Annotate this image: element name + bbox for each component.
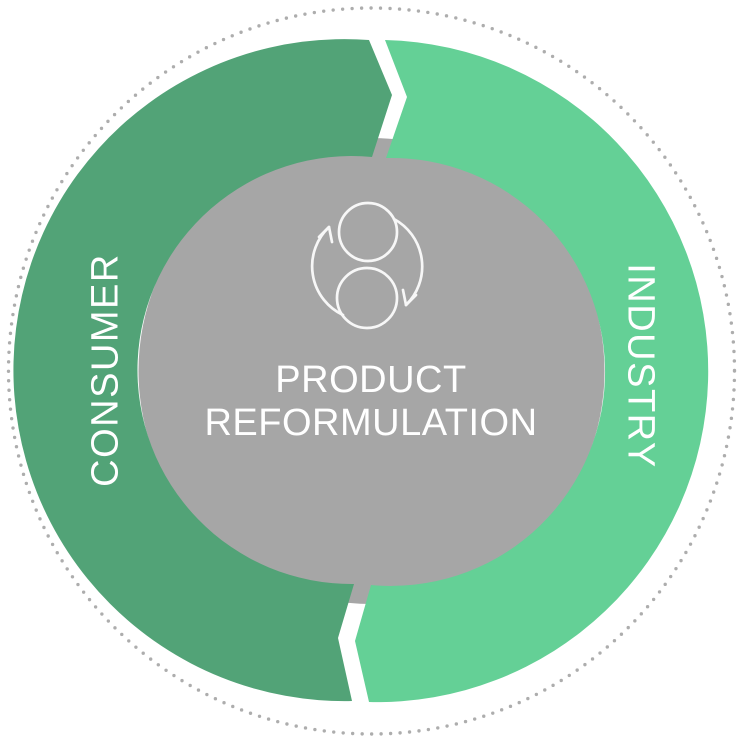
center-title-line1: PRODUCT — [275, 359, 467, 401]
cycle-left-arrow-arc — [310, 225, 345, 317]
center-circle — [138, 138, 605, 604]
cycle-left-arrowhead — [317, 225, 334, 244]
center-title-line2: REFORMULATION — [204, 402, 538, 444]
cycle-top-circle — [337, 201, 399, 263]
industry-arc-label: INDUSTRY — [619, 263, 662, 469]
cycle-right-arrowhead — [401, 288, 418, 307]
dotted-outer-ring — [6, 6, 737, 736]
cycle-bottom-circle — [335, 266, 399, 330]
consumer-arc-segment — [13, 39, 392, 702]
cycle-right-arrow-arc — [392, 217, 424, 307]
industry-arc-segment — [355, 40, 709, 703]
center-title: PRODUCT REFORMULATION — [204, 359, 537, 445]
consumer-arc-label: CONSUMER — [84, 253, 127, 487]
cycle-arrows-icon — [310, 201, 424, 330]
